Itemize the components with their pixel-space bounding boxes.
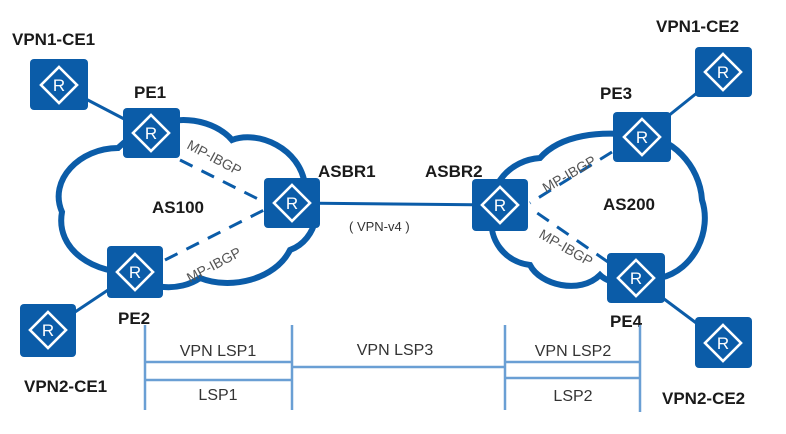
label-vpn-v4: ( VPN-v4 ) [349, 219, 410, 234]
label-lsp1: LSP1 [198, 387, 237, 404]
router-glyph: R [286, 194, 298, 213]
router-glyph: R [129, 263, 141, 282]
label-vpn-lsp2: VPN LSP2 [535, 343, 612, 360]
label-asbr2: ASBR2 [425, 162, 483, 181]
mpibgp-pe4-asbr2 [529, 206, 609, 264]
link-asbr1-asbr2 [291, 201, 501, 207]
router-vpn2-ce2[interactable]: R [695, 317, 752, 368]
router-vpn1-ce1[interactable]: R [30, 59, 88, 110]
router-icon: R [39, 65, 79, 105]
router-glyph: R [636, 128, 648, 147]
label-pe4: PE4 [610, 312, 643, 331]
router-glyph: R [145, 124, 157, 143]
router-icon: R [703, 323, 743, 363]
mpibgp-pe1-asbr1 [179, 158, 269, 206]
router-icon: R [622, 117, 662, 157]
router-glyph: R [42, 321, 54, 340]
router-vpn1-ce2[interactable]: R [695, 47, 752, 97]
label-vpn1-ce2: VPN1-CE2 [656, 17, 739, 36]
router-icon: R [616, 258, 656, 298]
router-asbr1[interactable]: R [264, 178, 320, 228]
router-vpn2-ce1[interactable]: R [20, 304, 76, 357]
router-pe1[interactable]: R [123, 108, 180, 158]
label-asbr1: ASBR1 [318, 162, 376, 181]
label-pe1: PE1 [134, 83, 166, 102]
router-asbr2[interactable]: R [472, 179, 528, 231]
router-icon: R [28, 310, 68, 350]
router-glyph: R [53, 76, 65, 95]
label-vpn-lsp3: VPN LSP3 [357, 342, 434, 359]
lsp-segments: VPN LSP1 LSP1 VPN LSP3 VPN LSP2 LSP2 [143, 325, 642, 412]
label-as200: AS200 [603, 195, 655, 214]
router-icon: R [115, 252, 155, 292]
mpibgp-pe3-asbr2 [529, 150, 613, 205]
router-glyph: R [717, 334, 729, 353]
router-icon: R [272, 183, 312, 223]
mpibgp-pe2-asbr1 [164, 206, 269, 262]
label-lsp2: LSP2 [553, 388, 592, 405]
label-vpn1-ce1: VPN1-CE1 [12, 30, 95, 49]
router-icon: R [703, 52, 743, 92]
router-icon: R [131, 113, 171, 153]
label-pe3: PE3 [600, 84, 632, 103]
as100-cloud [55, 116, 320, 291]
label-vpn2-ce1: VPN2-CE1 [24, 377, 107, 396]
label-pe2: PE2 [118, 309, 150, 328]
router-glyph: R [494, 196, 506, 215]
router-pe2[interactable]: R [107, 246, 163, 298]
label-vpn2-ce2: VPN2-CE2 [662, 389, 745, 408]
router-glyph: R [630, 269, 642, 288]
router-pe3[interactable]: R [613, 112, 671, 162]
label-vpn-lsp1: VPN LSP1 [180, 343, 257, 360]
router-icon: R [480, 185, 520, 225]
label-as100: AS100 [152, 198, 204, 217]
as200-cloud [488, 130, 708, 289]
router-glyph: R [717, 63, 729, 82]
router-pe4[interactable]: R [607, 253, 665, 303]
